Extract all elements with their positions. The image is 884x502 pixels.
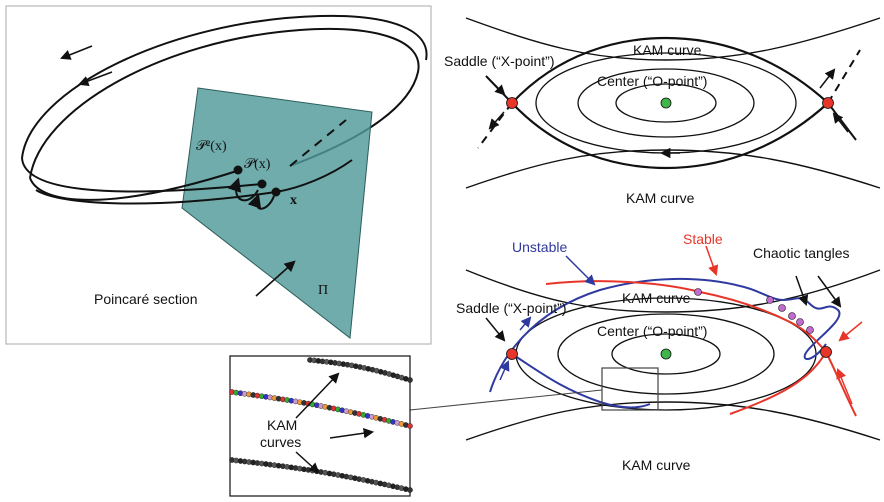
poincare-section-panel: 𝒫²(x) 𝒫(x) x Π Poincaré section: [5, 5, 432, 345]
orbit-front-3: [35, 159, 353, 205]
center-point-lower: [660, 348, 672, 360]
saddle-point-right: [822, 97, 834, 109]
point-px: [257, 179, 267, 189]
label-p2x: 𝒫²(x): [196, 139, 227, 154]
stable-arrow-1: [836, 368, 853, 405]
unstable-arrow-1: [499, 360, 510, 381]
orbit-arrow-1: [60, 45, 93, 60]
kam-inset-panel: KAM curves: [229, 355, 413, 497]
kam-iterate-dot: [407, 423, 413, 429]
flow-arrow-d: [832, 112, 849, 133]
unstable-manifold-lower: [511, 353, 651, 409]
center-label-lower: Center (“O-point”): [597, 323, 707, 339]
map-arrow-2: [227, 177, 259, 202]
saddle-right-branch-down: [827, 102, 857, 141]
unstable-manifold: [489, 277, 841, 393]
section-label: Poincaré section: [94, 291, 198, 307]
orbit-ring-3: [615, 83, 717, 123]
flow-arrow-a: [487, 77, 506, 96]
kam-iterate-dot: [407, 487, 413, 493]
tangle-point: [806, 326, 814, 334]
orbit-front: [29, 169, 241, 201]
kam-curve-bottom: [465, 149, 881, 189]
section-pointer: [255, 260, 296, 297]
chaotic-label: Chaotic tangles: [753, 245, 850, 261]
orbit-ring-2: [577, 68, 755, 138]
tangle-point: [788, 312, 796, 320]
saddle-left-branch-down: [477, 102, 513, 149]
inset-label-line2: curves: [260, 434, 301, 450]
orbit-arrow-2: [78, 71, 113, 86]
orbit-back-outer: [21, 14, 428, 159]
stable-pointer: [705, 245, 719, 276]
chaotic-pointer-1: [795, 275, 809, 306]
label-x: x: [290, 193, 297, 208]
point-p2x: [233, 165, 243, 175]
upper-phase-portrait: Saddle (“X-point”) KAM curve Center (“O-…: [444, 17, 881, 206]
stable-arrow-2: [838, 321, 863, 342]
orbit-front-2: [21, 157, 263, 193]
tangle-point: [766, 296, 774, 304]
flow-arrow-b: [488, 111, 505, 130]
kam-curve-top-lower: [465, 269, 881, 313]
orbit-ring-lower-3: [611, 333, 721, 375]
kam-iterate-dot: [407, 377, 413, 383]
orbit-ring-lower-2: [557, 313, 775, 395]
saddle-point-left: [506, 97, 518, 109]
chaotic-pointer-2: [817, 275, 842, 308]
inset-border: [229, 355, 411, 497]
tangle-point: [778, 304, 786, 312]
saddle-label: Saddle (“X-point”): [444, 53, 555, 69]
map-arrow-1: [247, 193, 275, 210]
point-x: [271, 187, 281, 197]
inset-pointer-3: [295, 451, 320, 474]
saddle-pointer: [485, 317, 506, 342]
orbit-dashed: [289, 119, 347, 167]
orbit-back: [29, 27, 420, 179]
saddle-point-right-lower: [820, 346, 832, 358]
saddle-point-left-lower: [506, 348, 518, 360]
unstable-label: Unstable: [512, 239, 567, 255]
kam-label-mid-lower: KAM curve: [622, 290, 691, 306]
label-pi: Π: [318, 283, 328, 298]
center-label: Center (“O-point”): [597, 73, 707, 89]
center-point: [660, 97, 672, 109]
unstable-arrow-2: [519, 316, 532, 331]
inset-point-curves: [229, 357, 413, 493]
saddle-label-lower: Saddle (“X-point”): [456, 300, 567, 316]
inset-pointer-2: [329, 427, 375, 439]
unstable-pointer: [565, 255, 596, 286]
kam-label-bottom-lower: KAM curve: [622, 457, 691, 473]
panel-border: [5, 5, 432, 345]
tangle-point: [796, 318, 804, 326]
kam-label-bottom: KAM curve: [626, 190, 695, 206]
lower-phase-portrait: Unstable Stable Chaotic tangles Saddle (…: [409, 231, 881, 473]
saddle-right-branch-up: [827, 49, 861, 104]
section-plane: [181, 87, 373, 339]
zoom-box: [601, 367, 659, 411]
kam-label-top: KAM curve: [633, 42, 702, 58]
kam-curve-top: [465, 17, 881, 61]
kam-curve-bottom-lower: [465, 401, 881, 441]
stable-label: Stable: [683, 231, 723, 247]
inset-pointer-1: [295, 372, 340, 419]
stable-manifold: [545, 280, 827, 353]
flow-arrow-c: [819, 68, 836, 89]
inset-label-line1: KAM: [267, 417, 297, 433]
zoom-connector: [409, 389, 603, 411]
tangle-point: [694, 288, 702, 296]
label-px: 𝒫(x): [244, 157, 271, 172]
